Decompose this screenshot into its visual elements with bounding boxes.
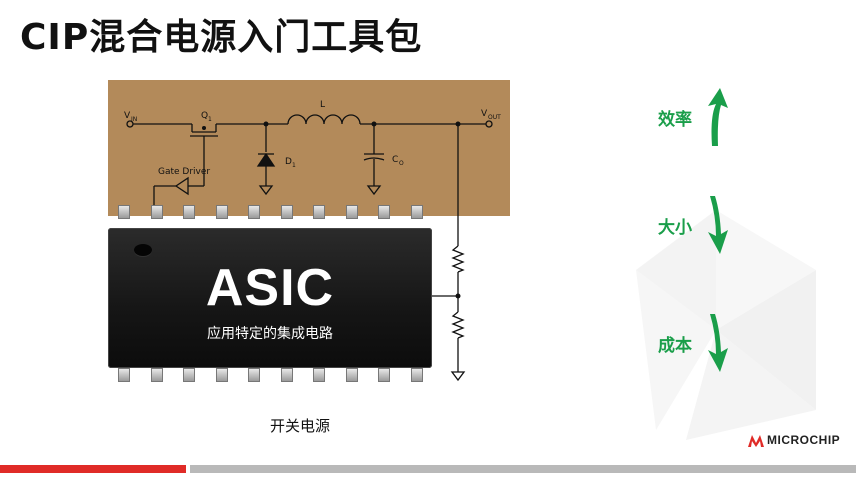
q1-label: Q <box>201 111 208 121</box>
diode-sub: 1 <box>292 162 296 169</box>
chip-pin <box>118 205 130 219</box>
arrow-down-icon <box>708 314 728 372</box>
vin-sub: IN <box>131 116 137 123</box>
trend-cost: 成本 <box>658 312 732 374</box>
vin-label: V <box>124 111 131 121</box>
trend-label-efficiency: 效率 <box>658 109 692 130</box>
chip-pin <box>410 205 423 219</box>
microchip-logo: MICROCHIP <box>748 433 840 447</box>
chip-name: ASIC <box>205 259 335 317</box>
chip-pin <box>248 368 260 382</box>
chip-pin <box>345 205 358 219</box>
diagram-caption: 开关电源 <box>270 417 331 435</box>
chip-pin <box>280 368 293 382</box>
capacitor-label: C <box>392 155 398 165</box>
inductor-label: L <box>320 100 325 110</box>
footer-bar <box>190 465 856 473</box>
microchip-logo-icon <box>748 435 764 447</box>
chip-pin <box>150 368 163 382</box>
pin1-marker <box>134 244 152 256</box>
chip-pin <box>183 205 195 219</box>
chip-pin <box>215 368 228 382</box>
gate-driver-label: Gate Driver <box>158 167 210 177</box>
chip-pin <box>280 205 293 219</box>
chip-pin <box>118 368 130 382</box>
circuit-panel <box>108 80 510 216</box>
chip-pin <box>378 205 390 219</box>
chip-pin <box>313 368 325 382</box>
vout-label: V <box>481 109 488 119</box>
chip-pin <box>248 205 260 219</box>
footer-accent-bar <box>0 465 186 473</box>
slide-title: CIP混合电源入门工具包 <box>20 17 423 58</box>
trend-size: 大小 <box>658 194 732 256</box>
trend-efficiency: 效率 <box>658 86 732 148</box>
chip-subtitle: 应用特定的集成电路 <box>207 326 333 342</box>
arrow-down-icon <box>708 196 728 254</box>
arrow-up-icon <box>708 88 728 146</box>
chip-pin <box>345 368 358 382</box>
chip-pin <box>183 368 195 382</box>
trend-label-cost: 成本 <box>658 335 692 356</box>
trend-label-size: 大小 <box>658 217 692 238</box>
vout-sub: OUT <box>488 114 501 121</box>
background-decoration <box>636 210 816 440</box>
chip-pin <box>313 205 325 219</box>
diode-label: D <box>285 157 292 167</box>
logo-text: MICROCHIP <box>767 433 841 447</box>
chip-pin <box>150 205 163 219</box>
asic-chip: ASIC 应用特定的集成电路 <box>108 228 432 368</box>
q1-sub: 1 <box>208 116 212 123</box>
chip-pin <box>410 368 423 382</box>
chip-pin <box>378 368 390 382</box>
chip-pin <box>215 205 228 219</box>
capacitor-sub: O <box>399 160 404 167</box>
